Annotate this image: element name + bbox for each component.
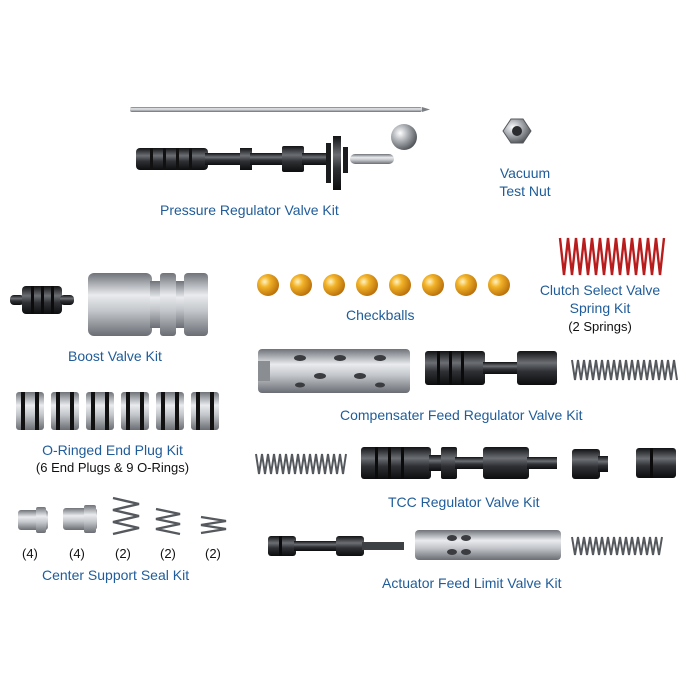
center-support-seal-b (63, 505, 97, 533)
checkballs-label: Checkballs (346, 307, 415, 323)
actuator-feed-limit-valve (268, 536, 404, 556)
boost-valve-label: Boost Valve Kit (68, 348, 162, 364)
vacuum-test-nut-label-line2: Test Nut (499, 183, 551, 199)
compensater-feed-label: Compensater Feed Regulator Valve Kit (340, 407, 583, 423)
tcc-regulator-plug (572, 449, 608, 479)
center-support-spring-a (112, 496, 140, 536)
actuator-feed-limit-label: Actuator Feed Limit Valve Kit (382, 575, 562, 591)
clutch-select-label-line1: Clutch Select Valve (539, 282, 661, 298)
tcc-regulator-valve (361, 447, 557, 479)
checkballs-row (257, 274, 510, 296)
center-support-count-4: (2) (160, 546, 176, 561)
center-support-count-3: (2) (115, 546, 131, 561)
compensater-feed-sleeve (258, 349, 410, 393)
tcc-regulator-label: TCC Regulator Valve Kit (388, 494, 540, 510)
actuator-feed-limit-sleeve (415, 530, 561, 560)
center-support-count-5: (2) (205, 546, 221, 561)
clutch-select-count: (2 Springs) (568, 319, 632, 334)
tcc-regulator-cap (636, 448, 676, 478)
boost-valve-small (10, 286, 74, 314)
center-support-spring-b (155, 507, 181, 536)
vacuum-test-nut-label-line1: Vacuum (499, 165, 551, 181)
center-support-count-2: (4) (69, 546, 85, 561)
compensater-feed-spring (571, 359, 678, 381)
o-ringed-end-plug-label: O-Ringed End Plug Kit (42, 442, 183, 458)
center-support-spring-c (200, 515, 227, 535)
pressure-regulator-valve (136, 136, 394, 190)
pressure-regulator-rod (130, 107, 430, 112)
o-ringed-end-plug-count: (6 End Plugs & 9 O-Rings) (35, 460, 190, 475)
center-support-count-1: (4) (22, 546, 38, 561)
boost-valve-sleeve (88, 273, 208, 336)
o-ringed-end-plugs (16, 392, 219, 430)
compensater-feed-valve (425, 351, 557, 385)
vacuum-test-nut (502, 118, 532, 144)
center-support-seal-label: Center Support Seal Kit (42, 567, 190, 583)
clutch-select-spring (558, 237, 666, 276)
actuator-feed-limit-spring (571, 536, 663, 556)
tcc-regulator-spring-left (255, 453, 347, 475)
clutch-select-label-line2: Spring Kit (569, 300, 631, 316)
steel-checkball (391, 124, 417, 150)
pressure-regulator-label: Pressure Regulator Valve Kit (160, 202, 339, 218)
center-support-seal-a (18, 507, 48, 533)
